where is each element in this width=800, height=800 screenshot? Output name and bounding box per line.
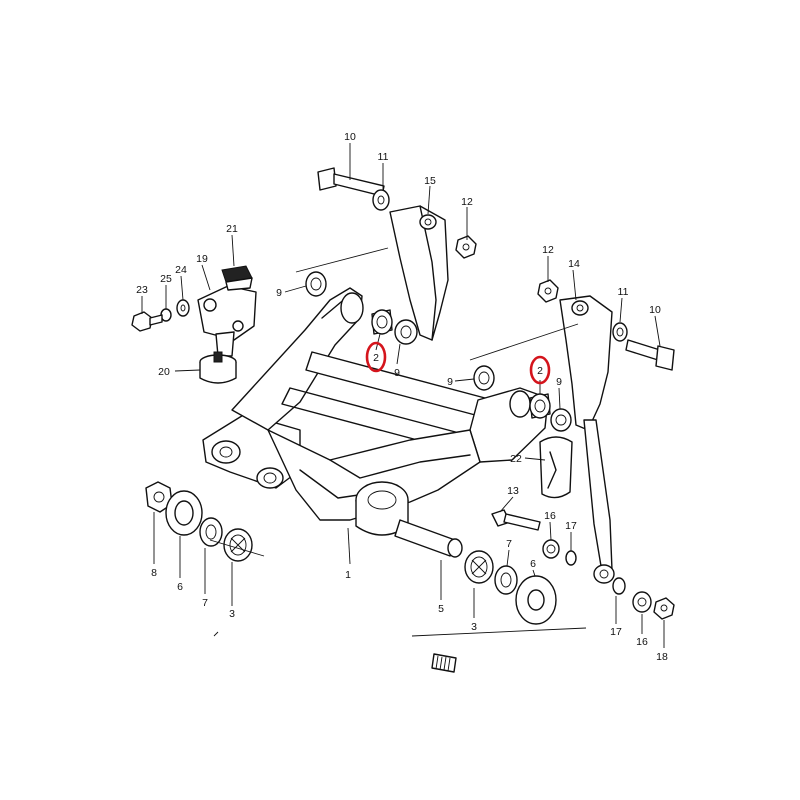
washer-11-top xyxy=(372,189,390,211)
mount-block-19 xyxy=(197,285,257,357)
callout-9-b: 9 xyxy=(394,367,400,379)
bolt-10-right xyxy=(625,339,675,371)
callout-22: 22 xyxy=(510,453,522,465)
seal-9-d xyxy=(550,408,572,432)
callout-2-left: 2 xyxy=(373,352,379,364)
seal-9-a xyxy=(305,271,327,297)
callout-11: 11 xyxy=(378,151,389,163)
bolt-13 xyxy=(491,509,541,531)
callout-15: 15 xyxy=(424,175,436,187)
callout-21: 21 xyxy=(226,223,238,235)
assembly-guide-lines xyxy=(209,247,587,637)
leader-lines xyxy=(141,143,665,648)
collar-16-lower xyxy=(632,591,652,613)
bearing-3-left xyxy=(223,528,253,562)
threaded-stud xyxy=(431,653,457,673)
callout-9-c: 9 xyxy=(447,376,453,388)
callout-16-lower: 16 xyxy=(636,636,648,648)
callout-2-right: 2 xyxy=(537,365,543,377)
washer-24 xyxy=(176,299,190,317)
nut-12-right xyxy=(537,279,559,303)
nut-12-top xyxy=(455,235,477,259)
callout-6-left: 6 xyxy=(177,581,183,593)
bushing-2-right xyxy=(529,393,551,419)
ring-17-upper xyxy=(565,550,577,566)
callout-11-right: 11 xyxy=(618,286,629,298)
callout-23: 23 xyxy=(136,284,148,296)
bracket-14 xyxy=(559,295,615,584)
callout-6-right: 6 xyxy=(530,558,536,570)
callout-10-right: 10 xyxy=(649,304,661,316)
highlight-oval-left xyxy=(365,341,387,373)
callout-20: 20 xyxy=(158,366,170,378)
washer-11-right xyxy=(612,322,628,342)
callout-9-a: 9 xyxy=(276,287,282,299)
dust-cover-6-right xyxy=(515,575,557,625)
callout-labels: 10 11 15 12 21 19 24 25 23 20 9 2 9 12 1… xyxy=(136,131,668,663)
washer-7-right xyxy=(494,565,518,595)
bolt-10-top xyxy=(317,167,385,197)
bolt-23 xyxy=(131,311,163,332)
callout-19: 19 xyxy=(196,253,208,265)
swingarm xyxy=(202,287,549,558)
callout-9-d: 9 xyxy=(556,376,562,388)
highlight-markers xyxy=(365,341,551,385)
callout-25: 25 xyxy=(160,273,172,285)
callout-8: 8 xyxy=(151,567,157,579)
callout-13: 13 xyxy=(507,485,519,497)
seal-9-c xyxy=(473,365,495,391)
callout-7-right: 7 xyxy=(506,538,512,550)
highlight-oval-right xyxy=(529,355,551,385)
callout-14: 14 xyxy=(568,258,580,270)
collar-16-upper xyxy=(542,539,560,559)
callout-5: 5 xyxy=(438,603,444,615)
cap-21 xyxy=(221,265,253,291)
dust-cover-6-left xyxy=(165,490,203,536)
callout-18: 18 xyxy=(656,651,668,663)
callout-1: 1 xyxy=(345,569,351,581)
washer-7-left xyxy=(199,517,223,547)
callout-17-lower: 17 xyxy=(610,626,622,638)
rubber-block-20 xyxy=(199,351,237,384)
nut-18 xyxy=(653,597,675,620)
bearing-3-right xyxy=(464,550,494,584)
seal-9-b xyxy=(394,319,418,345)
bracket-15 xyxy=(389,205,449,341)
callout-12: 12 xyxy=(461,196,473,208)
callout-16-upper: 16 xyxy=(544,510,556,522)
ring-17-lower xyxy=(612,577,626,595)
callout-3-right: 3 xyxy=(471,621,477,633)
bushing-2-left xyxy=(371,309,393,335)
callout-12-right: 12 xyxy=(542,244,554,256)
callout-17-upper: 17 xyxy=(565,520,577,532)
callout-10: 10 xyxy=(344,131,356,143)
sleeve-22 xyxy=(539,436,573,499)
callout-7-left: 7 xyxy=(202,597,208,609)
callout-24: 24 xyxy=(175,264,187,276)
callout-3-left: 3 xyxy=(229,608,235,620)
